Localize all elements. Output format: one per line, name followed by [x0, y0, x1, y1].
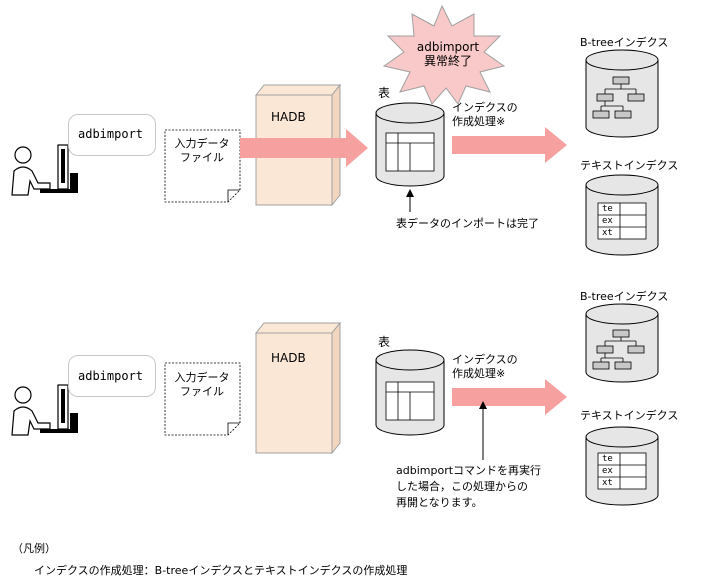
command-label-bottom: adbimport [78, 369, 144, 383]
text-index-cell: xt [602, 478, 613, 488]
command-bubble-bottom [68, 355, 156, 397]
text-index-label-bottom: テキストインデクス [580, 409, 679, 422]
legend-title: （凡例） [12, 542, 56, 555]
text-index-icon [585, 426, 659, 506]
btree-index-icon [585, 303, 659, 383]
note-top: 表データのインポートは完了 [396, 217, 539, 230]
btree-label-bottom: B-treeインデクス [580, 290, 669, 303]
table-label-bottom: 表 [378, 335, 391, 349]
text-index-cell: te [602, 454, 613, 464]
text-index-cell: ex [602, 466, 613, 476]
text-index-icon [585, 174, 659, 256]
input-file-label-top: 入力データ ファイル [174, 137, 230, 164]
legend-text: インデクスの作成処理：B-treeインデクスとテキストインデクスの作成処理 [34, 564, 408, 577]
table-label-top: 表 [378, 86, 391, 100]
btree-label-top: B-treeインデクス [580, 36, 669, 49]
input-file-label-bottom: 入力データ ファイル [174, 371, 230, 398]
database-cylinder-icon [375, 349, 445, 436]
flow-arrow-file-to-server [240, 129, 368, 167]
top-scenario [11, 4, 659, 256]
error-burst-label: adbimport 異常終了 [416, 40, 480, 68]
index-process-label-top: インデクスの 作成処理※ [452, 101, 518, 128]
text-index-cell: xt [602, 228, 613, 238]
flow-arrow-table-to-index [452, 127, 567, 163]
document-icon [164, 362, 241, 436]
text-index-cell: te [602, 204, 613, 214]
bottom-scenario [11, 303, 659, 506]
text-index-label-top: テキストインデクス [580, 159, 679, 172]
database-cylinder-icon [375, 102, 445, 187]
command-bubble-top [68, 114, 156, 156]
server-label-top: HADB [271, 110, 306, 124]
server-icon [254, 321, 342, 455]
user-at-computer-icon [11, 384, 78, 436]
user-at-computer-icon [11, 144, 78, 196]
text-index-cell: ex [602, 216, 613, 226]
flow-arrow-table-to-index [452, 379, 567, 415]
server-label-bottom: HADB [271, 351, 306, 365]
burst-icon [382, 4, 506, 105]
document-icon [164, 129, 241, 203]
btree-index-icon [585, 49, 659, 138]
index-process-label-bottom: インデクスの 作成処理※ [452, 353, 518, 380]
command-label-top: adbimport [78, 127, 144, 141]
note-bottom: adbimportコマンドを再実行 した場合，この処理からの 再開となります。 [396, 464, 542, 509]
